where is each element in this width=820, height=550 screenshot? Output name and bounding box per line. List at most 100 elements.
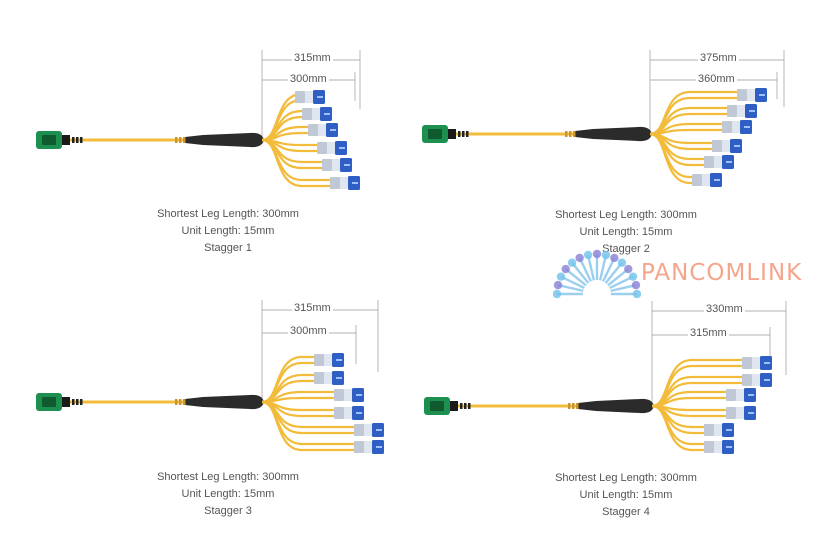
caption-shortest-leg: Shortest Leg Length: 300mm xyxy=(555,209,697,221)
caption-stagger-4: Shortest Leg Length: 300mm Unit Length: … xyxy=(506,470,746,521)
lc-ferrule xyxy=(318,124,326,136)
lc-latch xyxy=(726,161,732,163)
mpo-strain-relief xyxy=(76,399,79,405)
burst-dot xyxy=(553,280,563,290)
lc-latch xyxy=(748,394,754,396)
boot-strain-relief xyxy=(179,399,182,405)
fiber-leg xyxy=(649,132,692,185)
lc-latch xyxy=(344,164,350,166)
mpo-face xyxy=(42,135,56,145)
mpo-strain-relief xyxy=(460,403,463,409)
lc-duplex-connector-icon xyxy=(314,353,344,367)
mpo-face xyxy=(428,129,442,139)
lc-ferrule xyxy=(722,140,730,152)
lc-duplex-connector-icon xyxy=(737,88,767,102)
lc-duplex-connector-icon xyxy=(334,406,364,420)
boot-strain-relief xyxy=(183,137,186,143)
burst-ray xyxy=(571,261,590,284)
lc-boot xyxy=(704,441,714,453)
lc-boot xyxy=(704,156,714,168)
burst-dot xyxy=(632,289,641,299)
mpo-strain-relief xyxy=(76,137,79,143)
lc-latch xyxy=(356,394,362,396)
lc-latch xyxy=(330,129,336,131)
lc-duplex-connector-icon xyxy=(727,104,757,118)
burst-ray xyxy=(564,268,587,287)
burst-icon xyxy=(553,249,641,299)
lc-duplex-connector-icon xyxy=(308,123,338,137)
lc-ferrule xyxy=(364,441,372,453)
lc-ferrule xyxy=(340,177,348,189)
lc-duplex-connector-icon xyxy=(295,90,325,104)
boot-strain-relief xyxy=(179,137,182,143)
burst-dot xyxy=(556,272,566,281)
lc-latch xyxy=(759,94,765,96)
burst-ray xyxy=(598,254,608,281)
lc-ferrule xyxy=(344,407,352,419)
caption-unit-length: Unit Length: 15mm xyxy=(579,489,673,501)
burst-dot xyxy=(567,258,577,267)
mpo-strain-relief xyxy=(466,131,469,137)
lc-boot xyxy=(322,159,332,171)
burst-ray xyxy=(578,257,593,282)
lc-boot xyxy=(692,174,702,186)
mpo-boot xyxy=(448,129,456,139)
caption-shortest-leg: Shortest Leg Length: 300mm xyxy=(555,472,697,484)
lc-duplex-connector-icon xyxy=(692,173,722,187)
lc-ferrule xyxy=(752,357,760,369)
burst-dot xyxy=(628,272,638,281)
lc-latch xyxy=(748,412,754,414)
caption-unit-length: Unit Length: 15mm xyxy=(579,226,673,238)
lc-latch xyxy=(376,446,382,448)
lc-duplex-connector-icon xyxy=(742,373,772,387)
lc-ferrule xyxy=(344,389,352,401)
dimension-inner-label: 300mm xyxy=(288,73,329,85)
brand-logo: PANCOMLINK xyxy=(553,238,820,302)
boot-strain-relief xyxy=(576,403,579,409)
caption-unit-length: Unit Length: 15mm xyxy=(181,225,275,237)
fiber-leg xyxy=(261,400,354,452)
mpo-connector-icon xyxy=(36,131,83,149)
mpo-strain-relief xyxy=(72,137,75,143)
burst-dot xyxy=(592,249,602,259)
cable-diagram-2 xyxy=(422,50,785,187)
dimension-outer-label: 375mm xyxy=(698,52,739,64)
lc-boot xyxy=(742,357,752,369)
lc-boot xyxy=(727,105,737,117)
dimension-inner-label: 315mm xyxy=(688,327,729,339)
mpo-strain-relief xyxy=(458,131,461,137)
lc-duplex-connector-icon xyxy=(314,371,344,385)
lc-duplex-connector-icon xyxy=(704,155,734,169)
boot-strain-relief xyxy=(175,399,178,405)
lc-boot xyxy=(354,441,364,453)
lc-boot xyxy=(726,389,736,401)
lc-ferrule xyxy=(752,374,760,386)
lc-ferrule xyxy=(324,372,332,384)
lc-ferrule xyxy=(327,142,335,154)
lc-boot xyxy=(334,389,344,401)
boot-strain-relief xyxy=(175,137,178,143)
lc-duplex-connector-icon xyxy=(354,423,384,437)
lc-duplex-connector-icon xyxy=(742,356,772,370)
caption-stagger-1: Shortest Leg Length: 300mm Unit Length: … xyxy=(108,206,348,257)
lc-latch xyxy=(336,377,342,379)
lc-latch xyxy=(339,147,345,149)
lc-ferrule xyxy=(714,441,722,453)
burst-dot xyxy=(610,253,619,263)
lc-boot xyxy=(330,177,340,189)
burst-ray xyxy=(601,257,616,282)
burst-ray xyxy=(557,283,584,293)
lc-latch xyxy=(336,359,342,361)
burst-dot xyxy=(583,250,593,260)
lc-latch xyxy=(726,429,732,431)
lc-boot xyxy=(295,91,305,103)
lc-duplex-connector-icon xyxy=(722,120,752,134)
lc-latch xyxy=(317,96,323,98)
mpo-strain-relief xyxy=(468,403,471,409)
caption-stagger-name: Stagger 3 xyxy=(204,505,252,517)
mpo-strain-relief xyxy=(80,137,83,143)
caption-unit-length: Unit Length: 15mm xyxy=(181,488,275,500)
burst-dot xyxy=(601,250,611,260)
lc-boot xyxy=(314,372,324,384)
burst-ray xyxy=(609,275,634,290)
